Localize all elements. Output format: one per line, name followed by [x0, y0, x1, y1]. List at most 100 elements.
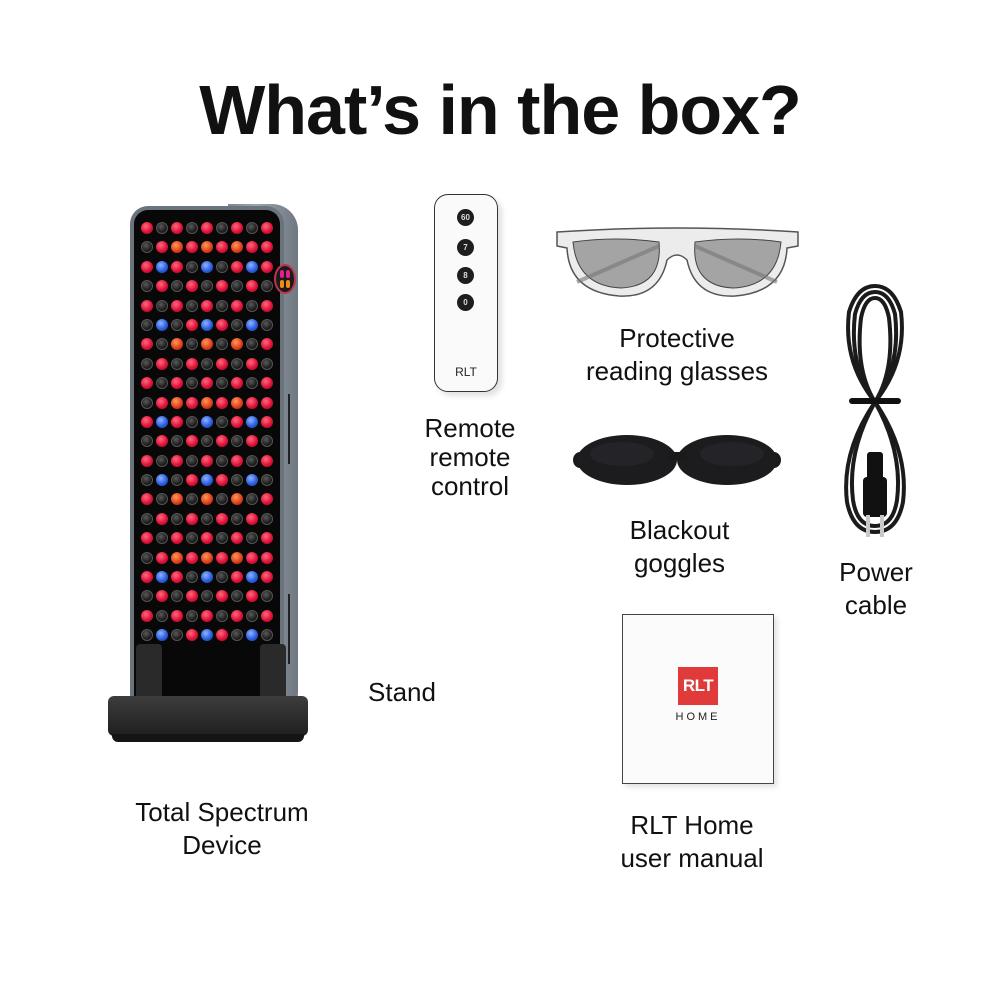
led-icon [245, 415, 258, 428]
led-icon [156, 590, 169, 603]
stand-post [260, 644, 286, 704]
led-icon [200, 474, 213, 487]
remote-control-icon: 60 7 8 0 RLT [434, 194, 498, 392]
led-icon [171, 377, 184, 390]
led-icon [156, 629, 169, 642]
led-icon [156, 609, 169, 622]
led-icon [186, 512, 199, 525]
led-icon [171, 222, 184, 234]
led-icon [245, 299, 258, 312]
led-icon [245, 338, 258, 351]
led-icon [200, 609, 213, 622]
led-icon [171, 415, 184, 428]
led-icon [171, 338, 184, 351]
led-icon [230, 435, 243, 448]
manual-icon: RLT HOME [622, 614, 774, 784]
led-icon [215, 357, 228, 370]
manual-label: RLT Home user manual [620, 810, 764, 873]
led-icon [245, 609, 258, 622]
led-icon [186, 571, 199, 584]
led-icon [200, 357, 213, 370]
led-icon [200, 532, 213, 545]
led-icon [230, 357, 243, 370]
led-icon [230, 241, 243, 254]
total-spectrum-device [108, 204, 308, 744]
led-icon [215, 338, 228, 351]
stand-icon [108, 696, 308, 742]
led-icon [200, 454, 213, 467]
led-icon [156, 454, 169, 467]
led-icon [186, 396, 199, 409]
led-icon [215, 435, 228, 448]
led-icon [245, 222, 258, 234]
led-icon [230, 222, 243, 234]
led-icon [245, 590, 258, 603]
led-icon [200, 396, 213, 409]
led-icon [200, 415, 213, 428]
led-icon [200, 571, 213, 584]
led-icon [215, 474, 228, 487]
led-icon [245, 280, 258, 293]
led-icon [156, 551, 169, 564]
led-icon [215, 551, 228, 564]
led-icon [215, 590, 228, 603]
stand-post [136, 644, 162, 704]
led-icon [200, 435, 213, 448]
led-icon [141, 338, 154, 351]
led-icon [260, 338, 273, 351]
led-icon [156, 241, 169, 254]
led-icon [230, 474, 243, 487]
remote-button: 7 [457, 239, 474, 256]
led-icon [141, 493, 154, 506]
led-icon [215, 415, 228, 428]
led-icon [215, 377, 228, 390]
led-icon [260, 629, 273, 642]
led-icon [156, 435, 169, 448]
led-icon [156, 260, 169, 273]
led-icon [141, 629, 154, 642]
led-icon [215, 493, 228, 506]
rlt-logo-subtext: HOME [675, 711, 721, 723]
led-icon [156, 396, 169, 409]
led-icon [200, 512, 213, 525]
led-icon [245, 454, 258, 467]
led-icon [186, 493, 199, 506]
led-icon [230, 493, 243, 506]
power-cable-icon [844, 283, 906, 537]
led-icon [230, 299, 243, 312]
remote-brand: RLT [455, 365, 477, 379]
led-icon [230, 454, 243, 467]
led-icon [156, 415, 169, 428]
led-icon [230, 415, 243, 428]
led-icon [245, 532, 258, 545]
led-icon [215, 532, 228, 545]
led-icon [171, 629, 184, 642]
led-icon [141, 551, 154, 564]
led-icon [171, 396, 184, 409]
led-icon [230, 609, 243, 622]
led-icon [186, 280, 199, 293]
led-icon [260, 551, 273, 564]
led-icon [200, 222, 213, 234]
led-icon [141, 435, 154, 448]
led-icon [186, 454, 199, 467]
led-icon [200, 280, 213, 293]
device-side-slot [288, 394, 290, 464]
led-icon [171, 493, 184, 506]
led-icon [171, 474, 184, 487]
led-icon [186, 377, 199, 390]
led-icon [186, 629, 199, 642]
led-icon [245, 260, 258, 273]
led-icon [230, 532, 243, 545]
led-icon [156, 493, 169, 506]
led-icon [245, 377, 258, 390]
led-icon [171, 454, 184, 467]
led-icon [200, 551, 213, 564]
led-icon [200, 318, 213, 331]
remote-button: 8 [457, 267, 474, 284]
led-icon [156, 357, 169, 370]
led-icon [215, 571, 228, 584]
led-icon [200, 241, 213, 254]
led-icon [260, 241, 273, 254]
led-icon [171, 241, 184, 254]
